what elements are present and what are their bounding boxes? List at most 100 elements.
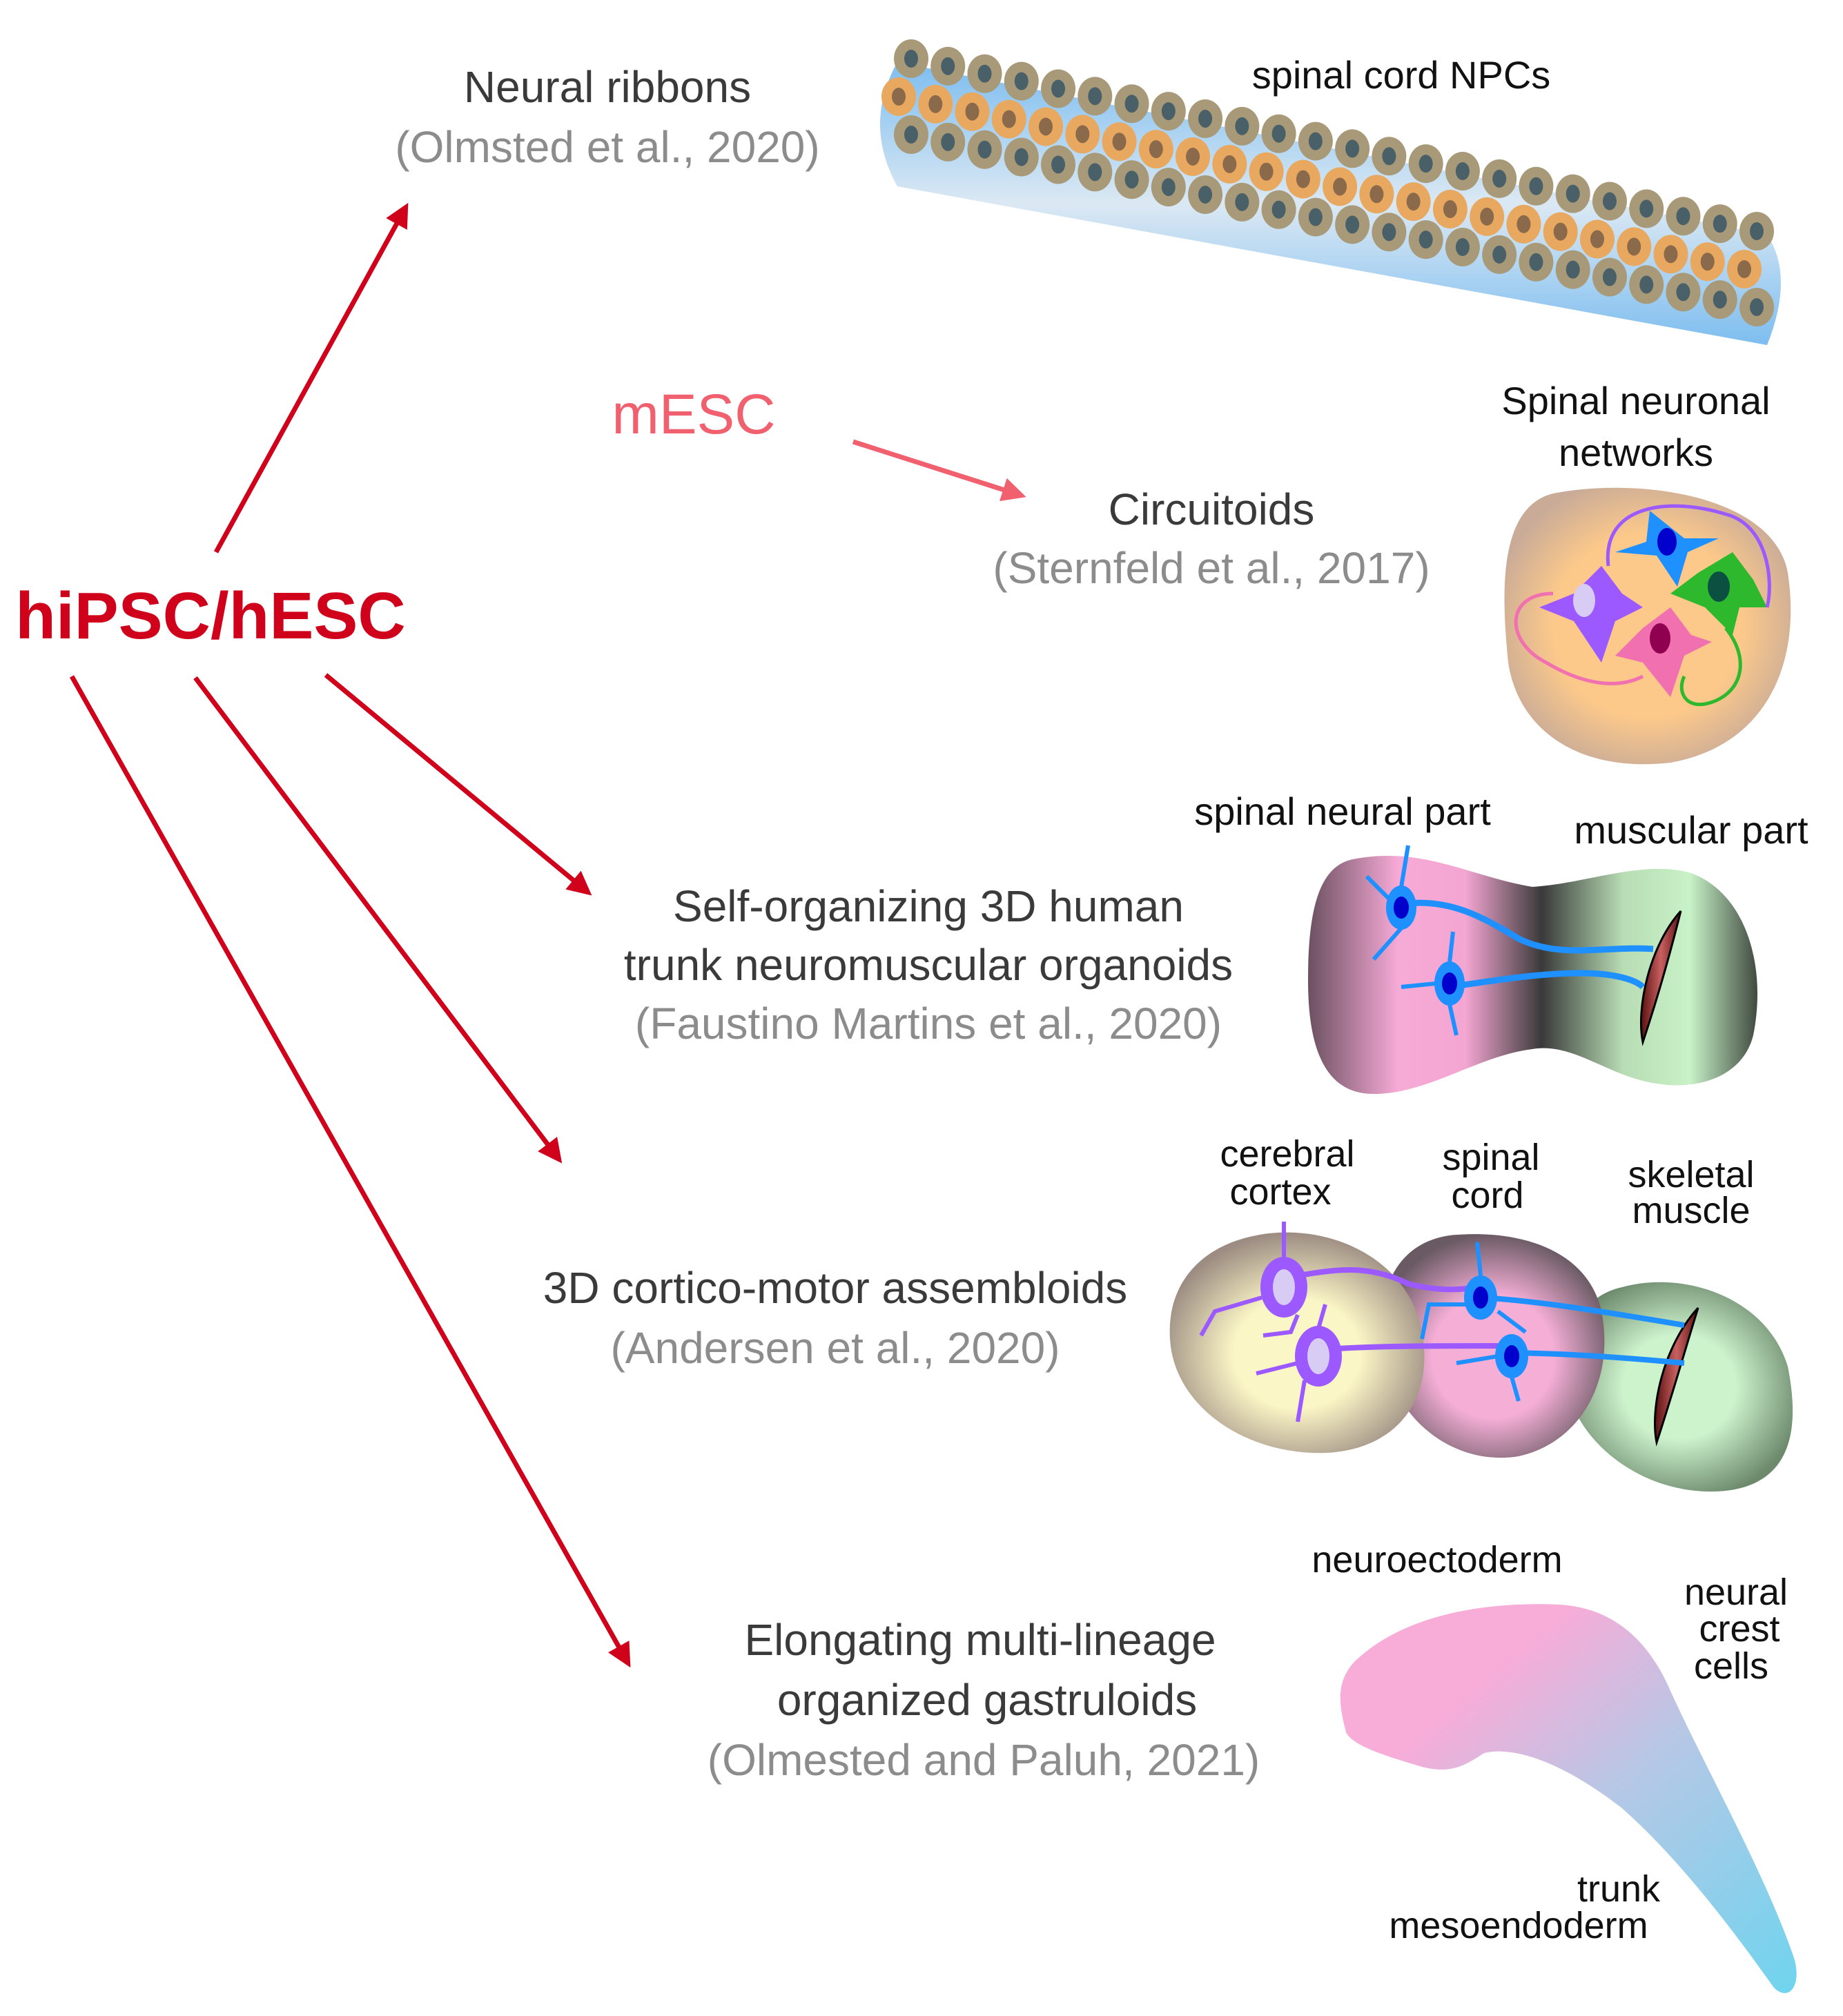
- cortical-axon-2: [1325, 1343, 1499, 1352]
- npc-nucleus: [1014, 148, 1028, 166]
- muscle-fiber: [1654, 1307, 1699, 1447]
- npc-nucleus: [1088, 87, 1102, 106]
- model-neuromuscular-organoids: Self-organizing 3D human trunk neuromusc…: [624, 790, 1808, 1094]
- npc-nucleus: [1590, 230, 1604, 248]
- npc-nucleus: [1455, 238, 1470, 257]
- npc-nucleus: [1369, 185, 1384, 204]
- axon-pink: [1514, 591, 1644, 685]
- motor-neuron-nucleus-1: [1473, 1286, 1488, 1309]
- npc-nucleus: [977, 64, 992, 83]
- npc-nucleus: [1664, 245, 1678, 264]
- npc-cells: [881, 39, 1774, 326]
- motor-neuron-nucleus-2: [1442, 972, 1457, 995]
- npc-nucleus: [1235, 193, 1249, 211]
- label-trunk: trunk: [1577, 1868, 1661, 1910]
- label-spinal-neural-part: spinal neural part: [1194, 790, 1491, 833]
- cortical-neuron-nucleus-2: [1307, 1338, 1329, 1374]
- npc-nucleus: [1198, 109, 1213, 128]
- model-title-line2: trunk neuromuscular organoids: [624, 940, 1233, 990]
- motor-neuron-axon-1: [1401, 899, 1654, 954]
- npc-nucleus: [1124, 170, 1139, 189]
- npc-nucleus: [1418, 155, 1433, 173]
- npc-nucleus: [1418, 231, 1433, 249]
- arrow-to-neural-ribbons: [213, 202, 409, 554]
- model-citation: (Andersen et al., 2020): [610, 1323, 1060, 1373]
- tube-label: spinal cord NPCs: [1252, 53, 1551, 97]
- model-citation: (Sternfeld et al., 2017): [993, 543, 1430, 593]
- npc-nucleus: [941, 57, 955, 75]
- npc-nucleus: [977, 140, 992, 159]
- neuron-pink-nucleus: [1650, 623, 1670, 654]
- npc-nucleus: [1676, 283, 1690, 302]
- npc-nucleus: [1333, 177, 1347, 196]
- npc-nucleus: [1382, 147, 1396, 166]
- label-muscular-part: muscular part: [1574, 808, 1808, 852]
- label-neural: neural: [1684, 1572, 1788, 1613]
- npc-nucleus: [1345, 215, 1360, 234]
- npc-nucleus: [1222, 155, 1237, 173]
- npc-nucleus: [1492, 245, 1507, 264]
- neuromuscular-illustration: [1308, 845, 1757, 1094]
- neuron-blue-nucleus: [1657, 528, 1677, 556]
- label-crest: crest: [1699, 1608, 1779, 1650]
- npc-nucleus: [1455, 162, 1470, 181]
- npc-nucleus: [1161, 102, 1176, 121]
- npc-nucleus: [1713, 291, 1727, 309]
- npc-nucleus: [1051, 79, 1066, 98]
- npc-nucleus: [1271, 124, 1286, 143]
- axon-purple: [1606, 504, 1771, 608]
- npc-nucleus: [1259, 162, 1274, 181]
- neuron-green-nucleus: [1708, 571, 1730, 602]
- axon-green: [1679, 627, 1742, 707]
- npc-nucleus: [1737, 260, 1751, 278]
- label-skeletal: skeletal: [1628, 1154, 1754, 1195]
- npc-nucleus: [1039, 117, 1053, 136]
- motor-dendrites: [1420, 1242, 1527, 1402]
- npc-nucleus: [1639, 275, 1654, 294]
- circuitoid-label-line2: networks: [1559, 431, 1713, 474]
- npc-nucleus: [1149, 140, 1163, 159]
- muscle-fiber: [1640, 910, 1682, 1046]
- npc-nucleus: [1750, 298, 1764, 316]
- model-circuitoids: Circuitoids (Sternfeld et al., 2017) Spi…: [993, 379, 1791, 765]
- npc-nucleus: [1676, 207, 1690, 226]
- npc-nucleus: [1406, 193, 1421, 211]
- model-cortico-motor-assembloids: 3D cortico-motor assembloids (Andersen e…: [543, 1133, 1793, 1492]
- npc-nucleus: [1235, 117, 1249, 135]
- npc-nucleus: [1566, 184, 1580, 203]
- label-cord: cord: [1451, 1175, 1523, 1216]
- npc-nucleus: [904, 50, 918, 68]
- npc-nucleus: [904, 126, 918, 144]
- label-mesoendoderm: mesoendoderm: [1389, 1905, 1648, 1946]
- gastruloid-shape: [1340, 1604, 1797, 1993]
- npc-nucleus: [1713, 215, 1727, 233]
- neuron-purple: [1539, 566, 1643, 663]
- npc-nucleus: [1051, 155, 1066, 174]
- npc-nucleus: [1700, 253, 1715, 271]
- npc-nucleus: [1566, 260, 1580, 279]
- muscle-organoid: [1566, 1282, 1793, 1492]
- model-title: Neural ribbons: [464, 62, 751, 112]
- model-title: Circuitoids: [1109, 485, 1315, 534]
- npc-nucleus: [1529, 253, 1543, 271]
- cortex-organoid: [1169, 1232, 1425, 1454]
- source-human-label: hiPSC/hESC: [15, 579, 405, 653]
- cortical-dendrites: [1199, 1222, 1327, 1422]
- npc-nucleus: [1382, 223, 1396, 242]
- npc-nucleus: [1002, 110, 1016, 128]
- cortical-axon-1: [1290, 1267, 1478, 1293]
- source-mouse-label: mESC: [612, 383, 776, 446]
- npc-nucleus: [1308, 132, 1323, 150]
- npc-nucleus: [1602, 192, 1617, 211]
- npc-nucleus: [1480, 207, 1494, 226]
- npc-nucleus: [1602, 268, 1617, 286]
- label-spinal: spinal: [1442, 1137, 1539, 1178]
- motor-neuron-nucleus-2: [1504, 1345, 1519, 1367]
- npc-nucleus: [1308, 208, 1323, 226]
- model-citation: (Olmsted et al., 2020): [395, 122, 819, 172]
- npc-nucleus: [1443, 200, 1457, 219]
- npc-nucleus: [1529, 177, 1543, 195]
- npc-nucleus: [1345, 139, 1360, 158]
- npc-nucleus: [928, 95, 943, 113]
